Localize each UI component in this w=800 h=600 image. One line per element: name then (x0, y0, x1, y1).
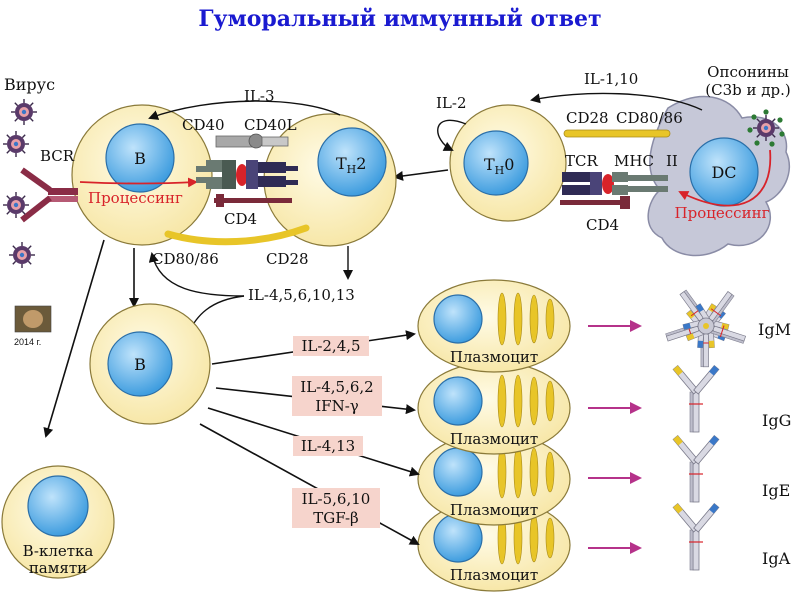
cd80-cd28-bar-left (164, 224, 310, 246)
th0-nucleus (463, 130, 529, 196)
b-cell-label: B (134, 149, 146, 168)
cytokine-box-4 (292, 488, 380, 528)
cytokine-label-3: IL-4,13 (301, 437, 355, 455)
b2-to-plasma-4-arrow (199, 423, 420, 545)
tcr-label: TCR (565, 152, 598, 170)
cytokine-label-1: IL-2,4,5 (301, 337, 360, 355)
plasma-cell-3: Плазмоцит (417, 432, 571, 526)
processing-label-dc: Процессинг (675, 204, 770, 222)
il3-label: IL-3 (244, 87, 275, 105)
cytokine-label-2b: IFN-γ (315, 397, 359, 415)
iga-label: IgA (762, 549, 791, 568)
cytokine-label-2a: IL-4,5,6,2 (300, 378, 373, 396)
b-cell-2-label: B (134, 355, 146, 374)
virus-icon (8, 241, 36, 269)
photo-caption: 2014 г. (14, 337, 41, 347)
th2-nucleus (317, 127, 387, 197)
virus-label: Вирус (4, 75, 55, 94)
cd40-cd40l-icon (215, 133, 289, 149)
cytokine-label-4b: TGF-β (313, 509, 358, 527)
il1-10-label: IL-1,10 (584, 70, 638, 88)
b-to-memory-arrow (43, 239, 105, 438)
virus-icon (2, 191, 30, 219)
opsonins-label-2: (C3b и др.) (705, 81, 790, 99)
b-cell-2-nucleus (107, 331, 173, 397)
il4-5-6-10-13-label: IL-4,5,6,10,13 (248, 286, 355, 304)
processing-arrow-b (79, 177, 198, 188)
th0-to-th2-arrow (393, 169, 449, 181)
il4-5-6-10-13-arrow-up (148, 252, 245, 297)
il3-arrow (148, 100, 341, 120)
th0-label: TH0 (484, 155, 514, 177)
ige-antibody-icon (672, 434, 720, 503)
cytokine-label-4a: IL-5,6,10 (302, 490, 371, 508)
il2-label: IL-2 (436, 94, 467, 112)
mhc-tcr-complex-icon (196, 160, 298, 207)
igm-pentamer-icon (660, 281, 752, 368)
cd80-86-label-right: CD80/86 (616, 109, 683, 127)
opsonized-antigen-icon (747, 109, 785, 147)
opsonins-label-1: Опсонины (707, 63, 789, 81)
cytokine-box-2 (292, 376, 382, 416)
memory-b-cell-nucleus (27, 475, 89, 537)
tcr-mhc-complex-icon (560, 172, 668, 209)
virus-icon (2, 130, 30, 158)
dc-label: DC (711, 163, 736, 182)
mhc-label: MHC (614, 152, 654, 170)
b-cell-nucleus (105, 123, 175, 193)
cd28-cd80-bar-right (563, 129, 671, 138)
cytokine-box-3 (293, 436, 363, 456)
processing-arrow-dc (678, 149, 772, 207)
memory-cell-label-2: памяти (29, 559, 87, 577)
cd28-label-left: CD28 (266, 250, 309, 268)
plasma-cell-2: Плазмоцит (417, 361, 571, 455)
plasma-label-4: Плазмоцит (450, 566, 538, 584)
il2-arrow (437, 119, 467, 151)
bcr-label: BCR (40, 147, 75, 165)
plasma-label-3: Плазмоцит (450, 501, 538, 519)
mhc-class-label: II (666, 152, 678, 170)
cd40l-label: CD40L (244, 116, 297, 134)
plasma-label-2: Плазмоцит (450, 430, 538, 448)
ige-label: IgE (762, 481, 790, 500)
il1-10-arrow (530, 92, 703, 111)
plasma-cell-1: Плазмоцит (417, 279, 571, 373)
cd40-label: CD40 (182, 116, 225, 134)
iga-antibody-icon (672, 502, 720, 571)
igg-antibody-icon (672, 364, 720, 433)
plasma-label-1: Плазмоцит (450, 348, 538, 366)
virus-icon (10, 98, 38, 126)
page-title: Гуморальный иммунный ответ (198, 6, 602, 32)
cd4-label-right: CD4 (586, 216, 619, 234)
bcr-receptor-icon (20, 167, 78, 223)
igg-label: IgG (762, 411, 791, 430)
cd4-label: CD4 (224, 210, 257, 228)
th2-label: TH2 (336, 154, 366, 176)
cd80-86-label-left: CD80/86 (152, 250, 219, 268)
memory-cell-label-1: B-клетка (23, 542, 94, 560)
cytokine-box-1 (293, 336, 369, 356)
processing-label-b: Процессинг (88, 189, 183, 207)
cd28-label-right: CD28 (566, 109, 609, 127)
igm-label: IgM (758, 320, 791, 339)
portrait-thumbnail (14, 305, 52, 333)
